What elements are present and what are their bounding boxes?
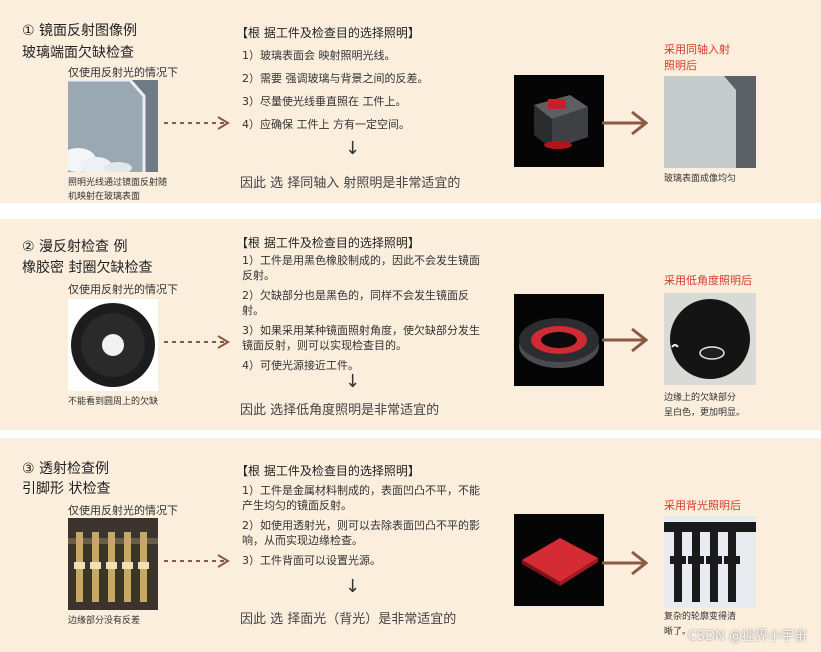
list-item: 3）尽量使光线垂直照在 工件上。 [242,95,407,108]
list-item: 1）工件是金属材料制成的，表面凹凸不平，不能产生均匀的镜面反射。 [242,484,480,512]
example-panel-3: ③ 透射检查例 引脚形 状检查 仅使用反射光的情况下 边缘部分没有反差 [0,438,821,652]
right-arrow-icon [602,110,649,136]
pin-leads-photo [68,518,158,610]
list-item: 3）工件背面可以设置光源。 [242,554,381,567]
example-panel-1: ① 镜面反射图像例 玻璃端面欠缺检查 仅使用反射光的情况下 照明光线通过镜面反射… [0,0,821,203]
photo-caption: 照明光线通过镜面反射随 机映射在玻璃表面 [68,178,168,202]
list-item: 4）应确保 工件上 方有一定空间。 [242,118,410,131]
backlight-device-photo [514,514,604,606]
pins-result-image [664,516,756,608]
reflect-note: 仅使用反射光的情况下 [68,66,178,79]
conclusion-text: 因此 选 择同轴入 射照明是非常适宜的 [240,176,461,191]
glass-edge-photo [68,80,158,172]
glass-result-image [664,76,756,168]
low-angle-light-device-photo [514,294,604,386]
list-item: 2）需要 强调玻璃与背景之间的反差。 [242,72,429,85]
coaxial-light-device-photo [514,75,604,167]
down-arrow-icon: ↓ [345,576,361,597]
example-subtitle: 引脚形 状检查 [22,481,111,497]
right-arrow-icon [602,550,649,576]
photo-caption: 边缘部分没有反差 [68,616,141,626]
example-title: ① 镜面反射图像例 [22,23,138,39]
example-panel-2: ② 漫反射检查 例 橡胶密 封圈欠缺检查 仅使用反射光的情况下 不能看到圆周上的… [0,219,821,430]
seal-result-image [664,293,756,385]
example-subtitle: 玻璃端面欠缺检查 [22,45,134,61]
right-arrow-icon [602,327,649,353]
down-arrow-icon: ↓ [345,138,361,159]
photo-caption: 不能看到圆周上的欠缺 [68,397,159,407]
example-title: ③ 透射检查例 [22,461,110,477]
example-title: ② 漫反射检查 例 [22,239,128,255]
rubber-seal-photo [68,299,158,391]
result-label: 采用同轴入射 照明后 [664,43,730,72]
result-caption: 复杂的轮廓变得清 晰了。 [664,612,737,637]
reflect-note: 仅使用反射光的情况下 [68,504,178,517]
watermark: CSDN @控界小宇宙 [687,629,807,644]
result-label: 采用低角度照明后 [664,274,752,287]
selection-heading: 【根 据工件及检查目的选择照明】 [236,26,420,40]
list-item: 2）欠缺部分也是黑色的，同样不会发生镜面反射。 [242,289,469,317]
down-arrow-icon: ↓ [345,371,361,392]
list-item: 1）玻璃表面会 映射照明光线。 [242,49,396,62]
dashed-arrow-icon [164,116,230,130]
dashed-arrow-icon [164,554,230,568]
reason-list: 1）工件是金属材料制成的，表面凹凸不平，不能产生均匀的镜面反射。 2）如使用透射… [242,483,490,573]
list-item: 3）如果采用某种镜面照射角度，使欠缺部分发生镜面反射，则可以实现检查目的。 [242,324,480,352]
reflect-note: 仅使用反射光的情况下 [68,283,178,296]
example-subtitle: 橡胶密 封圈欠缺检查 [22,260,153,276]
dashed-arrow-icon [164,335,230,349]
result-caption: 边缘上的欠缺部分 呈白色，更加明显。 [664,393,746,418]
result-label: 采用背光照明后 [664,499,741,512]
reason-list: 1）玻璃表面会 映射照明光线。 2）需要 强调玻璃与背景之间的反差。 3）尽量使… [242,48,490,140]
result-caption: 玻璃表面成像均匀 [664,174,737,184]
selection-heading: 【根 据工件及检查目的选择照明】 [236,464,420,478]
list-item: 4）可使光源接近工件。 [242,359,359,372]
list-item: 2）如使用透射光，则可以去除表面凹凸不平的影响，从而实现边缘检查。 [242,519,480,547]
conclusion-text: 因此 选 择面光（背光）是非常适宜的 [240,612,457,627]
reason-list: 1）工件是用黑色橡胶制成的，因此不会发生镜面反射。 2）欠缺部分也是黑色的，同样… [242,253,490,378]
list-item: 1）工件是用黑色橡胶制成的，因此不会发生镜面反射。 [242,254,480,282]
selection-heading: 【根 据工件及检查目的选择照明】 [236,236,420,250]
conclusion-text: 因此 选择低角度照明是非常适宜的 [240,403,440,418]
